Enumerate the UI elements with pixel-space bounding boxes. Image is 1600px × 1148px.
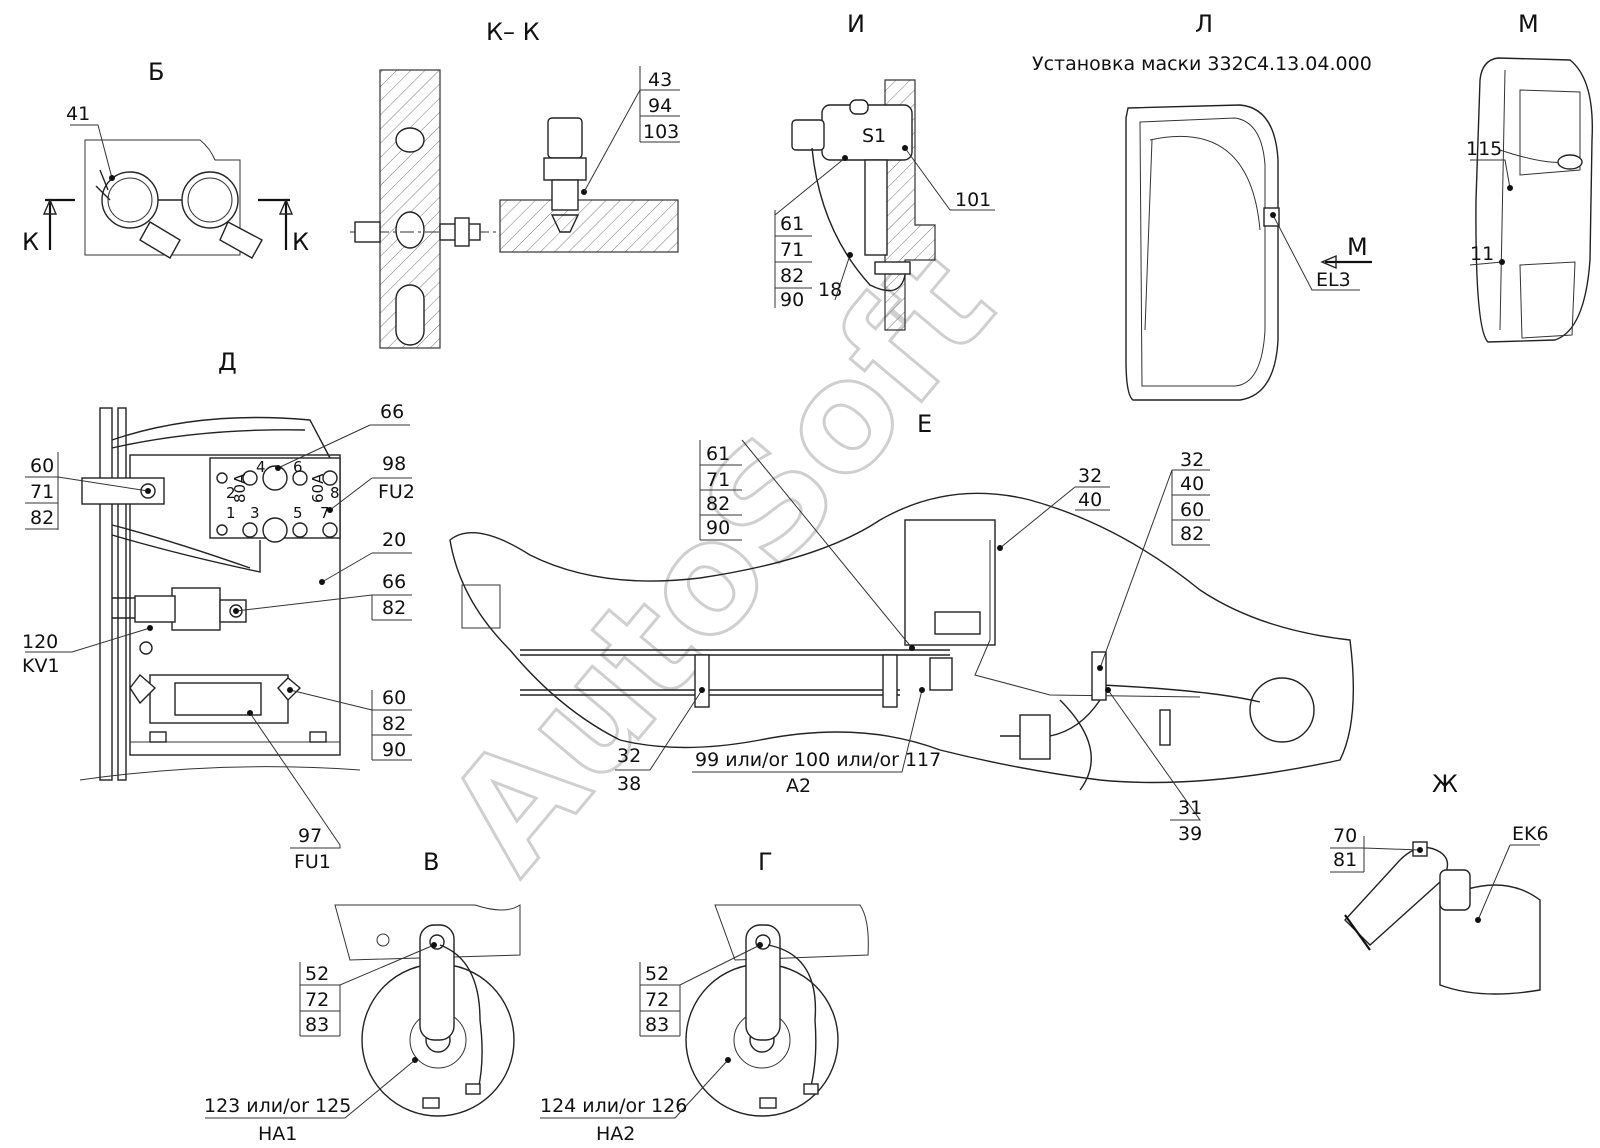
view-v: В 52 72 83 123 или/or 125 HA1: [204, 848, 521, 1145]
term-4: 4: [256, 458, 266, 476]
label-90-d: 90: [382, 739, 406, 761]
view-g-title: Г: [758, 848, 773, 876]
term-6: 6: [293, 458, 303, 476]
label-52-v: 52: [305, 963, 329, 985]
label-61-i: 61: [780, 213, 804, 235]
label-82-bottom: 82: [382, 713, 406, 735]
label-90-i: 90: [780, 289, 804, 311]
label-98: 98: [382, 453, 406, 475]
label-ha1: HA1: [258, 1123, 297, 1145]
label-38: 38: [617, 773, 641, 795]
label-20: 20: [382, 529, 406, 551]
term-8: 8: [330, 484, 340, 502]
label-81: 81: [1333, 849, 1357, 871]
label-101: 101: [955, 189, 991, 211]
view-i: И S1 61 71 82 90 18 101: [774, 10, 995, 331]
label-32-top: 32: [1078, 465, 1102, 487]
label-el3: EL3: [1316, 269, 1351, 291]
label-31: 31: [1178, 797, 1202, 819]
fuse-60a: 60A: [309, 473, 327, 503]
section-mark-k-left: К: [22, 228, 39, 256]
term-3: 3: [250, 504, 260, 522]
view-e-title: Е: [917, 410, 932, 438]
arrow-m-label: М: [1347, 233, 1368, 261]
label-fu1: FU1: [294, 851, 331, 873]
label-120: 120: [22, 631, 58, 653]
label-52-g: 52: [645, 963, 669, 985]
label-83-g: 83: [645, 1014, 669, 1036]
label-61-e: 61: [706, 443, 730, 465]
label-32-right: 32: [1180, 449, 1204, 471]
label-18: 18: [818, 279, 842, 301]
label-99-100-117: 99 или/or 100 или/or 117: [695, 749, 941, 771]
mask-note: Установка маски 332С4.13.04.000: [1032, 53, 1372, 75]
label-40-right: 40: [1180, 473, 1204, 495]
view-g: Г 52 72 83 124 или/or 126 HA2: [540, 848, 869, 1145]
view-zh: Ж 70 81 EK6: [1330, 770, 1549, 995]
view-i-title: И: [847, 10, 865, 38]
label-60-top: 60: [30, 455, 54, 477]
label-72-g: 72: [645, 989, 669, 1011]
term-2: 2: [226, 484, 236, 502]
view-zh-title: Ж: [1432, 770, 1458, 798]
label-71-d: 71: [30, 481, 54, 503]
view-b: Б К К 41: [22, 58, 309, 259]
label-82-i: 82: [780, 265, 804, 287]
view-kk-title: К– К: [486, 18, 540, 46]
label-ha2: HA2: [596, 1123, 635, 1145]
s1-label: S1: [862, 125, 886, 147]
view-m: М 115 11: [1466, 10, 1594, 343]
view-e: Е 61 71 82 90 32 40 32 40 60 82: [449, 410, 1355, 845]
label-fu2: FU2: [378, 481, 415, 503]
label-82-d: 82: [30, 507, 54, 529]
label-72-v: 72: [305, 989, 329, 1011]
view-l-title: Л: [1195, 10, 1213, 38]
label-66-mid: 66: [382, 571, 406, 593]
label-40-top: 40: [1078, 489, 1102, 511]
fuse-80a: 80A: [231, 473, 249, 503]
label-71-i: 71: [780, 239, 804, 261]
label-kv1: KV1: [22, 655, 60, 677]
label-60-bottom: 60: [382, 687, 406, 709]
label-82-right: 82: [1180, 523, 1204, 545]
term-7: 7: [320, 504, 330, 522]
term-1: 1: [226, 504, 236, 522]
label-124-126: 124 или/or 126: [540, 1095, 687, 1117]
label-60-right: 60: [1180, 499, 1204, 521]
label-32-left: 32: [617, 745, 641, 767]
label-41: 41: [66, 103, 90, 125]
label-70: 70: [1333, 825, 1357, 847]
label-71-e: 71: [706, 469, 730, 491]
label-103: 103: [643, 121, 679, 143]
label-123-125: 123 или/or 125: [204, 1095, 351, 1117]
label-82-mid: 82: [382, 597, 406, 619]
label-11: 11: [1470, 243, 1494, 265]
label-83-v: 83: [305, 1014, 329, 1036]
view-d: Д 2 4 6 8 1 3 5 7 80A 60A: [22, 348, 415, 873]
label-43: 43: [648, 69, 672, 91]
view-d-title: Д: [218, 348, 237, 376]
term-5: 5: [293, 504, 303, 522]
label-a2: A2: [786, 775, 811, 797]
label-97: 97: [298, 825, 322, 847]
label-ek6: EK6: [1512, 823, 1549, 845]
view-v-title: В: [423, 848, 439, 876]
label-82-e: 82: [706, 493, 730, 515]
label-94: 94: [648, 95, 672, 117]
label-39: 39: [1178, 823, 1202, 845]
section-mark-k-right: К: [292, 228, 309, 256]
label-115: 115: [1466, 138, 1502, 160]
view-m-title: М: [1518, 10, 1539, 38]
view-l: Л Установка маски 332С4.13.04.000 М EL3: [1032, 10, 1372, 401]
label-90-e: 90: [706, 517, 730, 539]
view-kk: К– К 43 94 103: [350, 18, 680, 349]
label-66-top: 66: [380, 401, 404, 423]
view-b-title: Б: [148, 58, 164, 86]
